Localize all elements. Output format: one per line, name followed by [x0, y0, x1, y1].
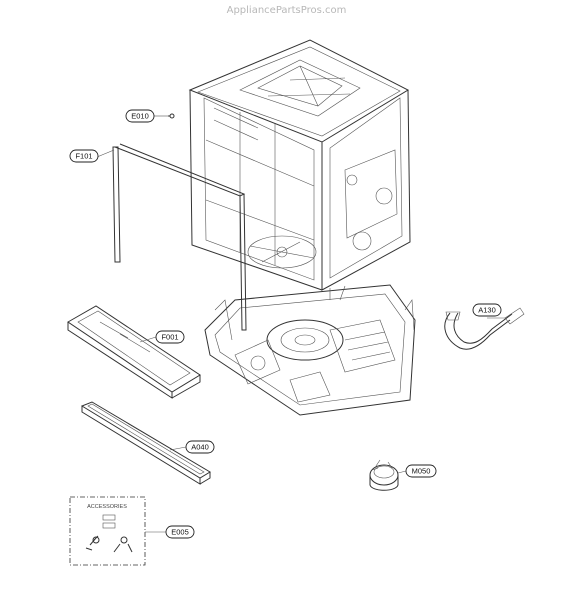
- motor-part: [369, 459, 399, 491]
- callout-e005: E005: [165, 525, 195, 539]
- label-a130: A130: [478, 306, 496, 315]
- label-m050: M050: [412, 467, 431, 476]
- callout-a130: A130: [472, 303, 502, 317]
- accessories-title: ACCESSORIES: [87, 504, 127, 510]
- callout-f101: F101: [69, 149, 99, 163]
- label-f001: F001: [161, 333, 178, 342]
- door-gasket-part: [112, 143, 247, 331]
- accessories-box: ACCESSORIES: [69, 496, 146, 566]
- label-a040: A040: [191, 443, 209, 452]
- label-e005: E005: [171, 528, 189, 537]
- bracket-part: [67, 305, 201, 399]
- callout-a040: A040: [185, 440, 215, 454]
- leader-lines: [96, 115, 505, 533]
- drain-hose-part: [444, 307, 525, 350]
- label-f101: F101: [75, 152, 92, 161]
- base-sump-assembly: [204, 284, 416, 416]
- kick-plate-part: [80, 401, 211, 485]
- callout-f001: F001: [155, 330, 185, 344]
- label-e010: E010: [131, 112, 149, 121]
- screw-e010-part: [168, 113, 175, 119]
- tub-assembly: [188, 39, 411, 291]
- callout-m050: M050: [405, 464, 437, 478]
- watermark-text: AppliancePartsPros.com: [226, 5, 347, 16]
- callout-e010: E010: [125, 109, 155, 123]
